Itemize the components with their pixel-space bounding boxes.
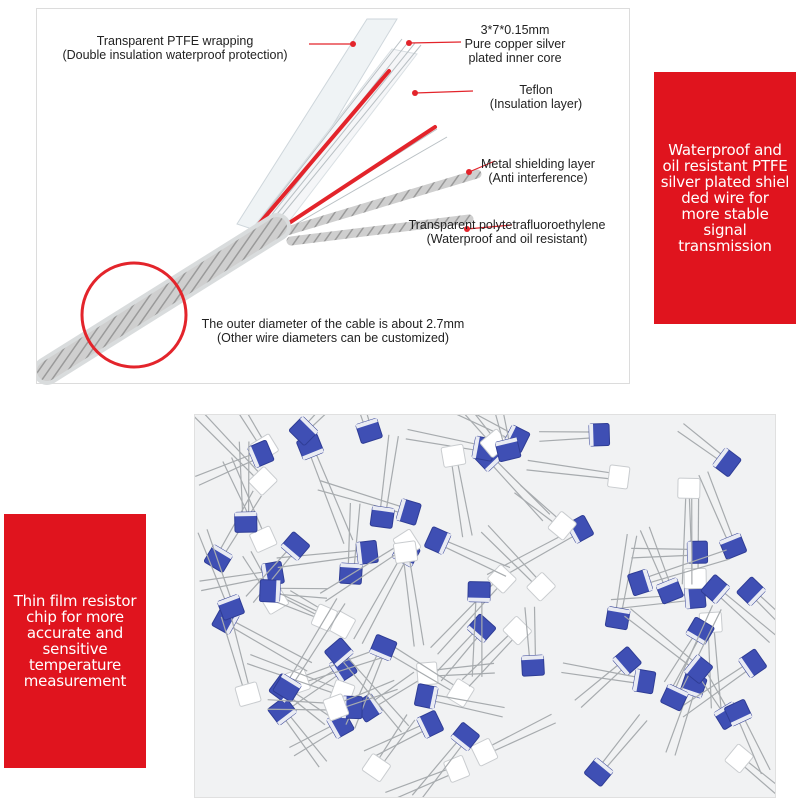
resistor-chip — [624, 608, 713, 684]
resistor-chip — [470, 713, 556, 767]
feature-line: accurate and — [26, 624, 124, 642]
diameter-highlight-circle — [80, 261, 188, 369]
callout-line: (Anti interference) — [488, 171, 588, 185]
resistor-chip — [288, 415, 349, 446]
resistor-chip — [220, 614, 262, 707]
callout-line: Pure copper silver — [464, 37, 566, 51]
callout-line: (Waterproof and oil resistant) — [426, 232, 588, 246]
callout-ptfe-wrapping: Transparent PTFE wrapping (Double insula… — [41, 34, 309, 62]
chip-feature-box: Thin film resistor chip for more accurat… — [4, 514, 146, 768]
feature-line: sensitive — [42, 640, 108, 658]
resistor-chip — [276, 540, 379, 569]
feature-line: ded wire for — [681, 189, 769, 207]
resistor-chip — [369, 434, 399, 529]
feature-line: silver plated shiel — [660, 173, 790, 191]
resistor-chip — [488, 415, 522, 463]
resistor-chip — [392, 540, 425, 647]
callout-line: The outer diameter of the cable is about… — [201, 317, 465, 331]
callout-line: 3*7*0.15mm — [480, 23, 550, 37]
callout-metal-shield: Metal shielding layer (Anti interference… — [463, 157, 613, 185]
callout-line: (Other wire diameters can be customized) — [216, 331, 450, 345]
resistor-chips-illustration — [195, 415, 775, 797]
callout-line: (Double insulation waterproof protection… — [62, 48, 288, 62]
resistor-chip — [324, 637, 410, 733]
feature-line: more stable — [681, 205, 769, 223]
resistor-chip — [574, 646, 642, 708]
resistor-chip — [336, 415, 383, 444]
resistor-chip — [627, 549, 730, 597]
resistor-chip — [197, 529, 245, 621]
wire-feature-text: Waterproof and oil resistant PTFE silver… — [661, 142, 790, 254]
callout-line: Transparent PTFE wrapping — [96, 34, 254, 48]
resistor-chip — [319, 528, 422, 602]
resistor-chip — [267, 696, 328, 768]
resistor-chip — [272, 598, 346, 702]
resistor-chip — [561, 662, 657, 695]
callout-line: plated inner core — [468, 51, 562, 65]
feature-line: Waterproof and — [668, 141, 782, 159]
resistor-chip — [322, 679, 398, 722]
callout-line: Metal shielding layer — [481, 157, 595, 171]
resistor-chip — [539, 423, 611, 447]
callout-line: Transparent polytetrafluoroethylene — [408, 218, 606, 232]
cable-illustration — [37, 18, 513, 385]
resistor-chip — [234, 441, 258, 533]
resistor-chip — [584, 714, 648, 787]
resistor-chip — [467, 581, 491, 677]
resistor-chip — [724, 699, 771, 775]
resistor-chip — [411, 722, 480, 797]
callout-teflon: Teflon (Insulation layer) — [471, 83, 601, 111]
resistor-chip — [677, 648, 767, 718]
resistor-chip — [700, 574, 775, 644]
resistor-chip — [480, 524, 556, 602]
resistor-chip — [259, 579, 328, 603]
resistor-chip — [677, 423, 742, 477]
feature-line: transmission — [678, 237, 772, 255]
resistor-chip — [245, 531, 310, 604]
resistor-chip — [698, 471, 747, 560]
resistor-chips-photo — [194, 414, 776, 798]
resistor-chip — [526, 459, 631, 490]
resistor-chip — [195, 439, 275, 486]
feature-line: temperature — [28, 656, 122, 674]
feature-line: signal — [703, 221, 747, 239]
callout-outer-diameter: The outer diameter of the cable is about… — [183, 317, 483, 345]
resistor-chip — [317, 480, 422, 526]
resistor-chip — [520, 606, 545, 677]
resistor-chip — [414, 683, 505, 718]
wire-feature-box: Waterproof and oil resistant PTFE silver… — [654, 72, 796, 324]
resistor-chip — [440, 443, 473, 538]
feature-line: measurement — [23, 672, 127, 690]
cable-structure-panel: Transparent PTFE wrapping (Double insula… — [36, 8, 630, 385]
resistor-chip — [424, 526, 511, 577]
chip-feature-text: Thin film resistor chip for more accurat… — [14, 593, 137, 689]
resistor-chip — [660, 605, 722, 712]
callout-line: (Insulation layer) — [489, 97, 583, 111]
callout-transparent-ptfe: Transparent polytetrafluoroethylene (Wat… — [389, 218, 625, 246]
callout-inner-core: 3*7*0.15mm Pure copper silver plated inn… — [445, 23, 585, 65]
resistor-chip — [514, 484, 577, 541]
resistor-chip — [724, 743, 775, 797]
feature-line: chip for more — [26, 608, 124, 626]
feature-line: oil resistant PTFE — [662, 157, 788, 175]
resistor-chip — [361, 714, 416, 782]
callout-line: Teflon — [519, 83, 553, 97]
feature-line: Thin film resistor — [13, 592, 137, 610]
resistor-chip — [736, 576, 775, 654]
resistor-chip — [461, 616, 532, 687]
resistor-chip — [385, 755, 470, 797]
resistor-chip — [683, 489, 707, 590]
resistor-chip — [338, 503, 363, 585]
